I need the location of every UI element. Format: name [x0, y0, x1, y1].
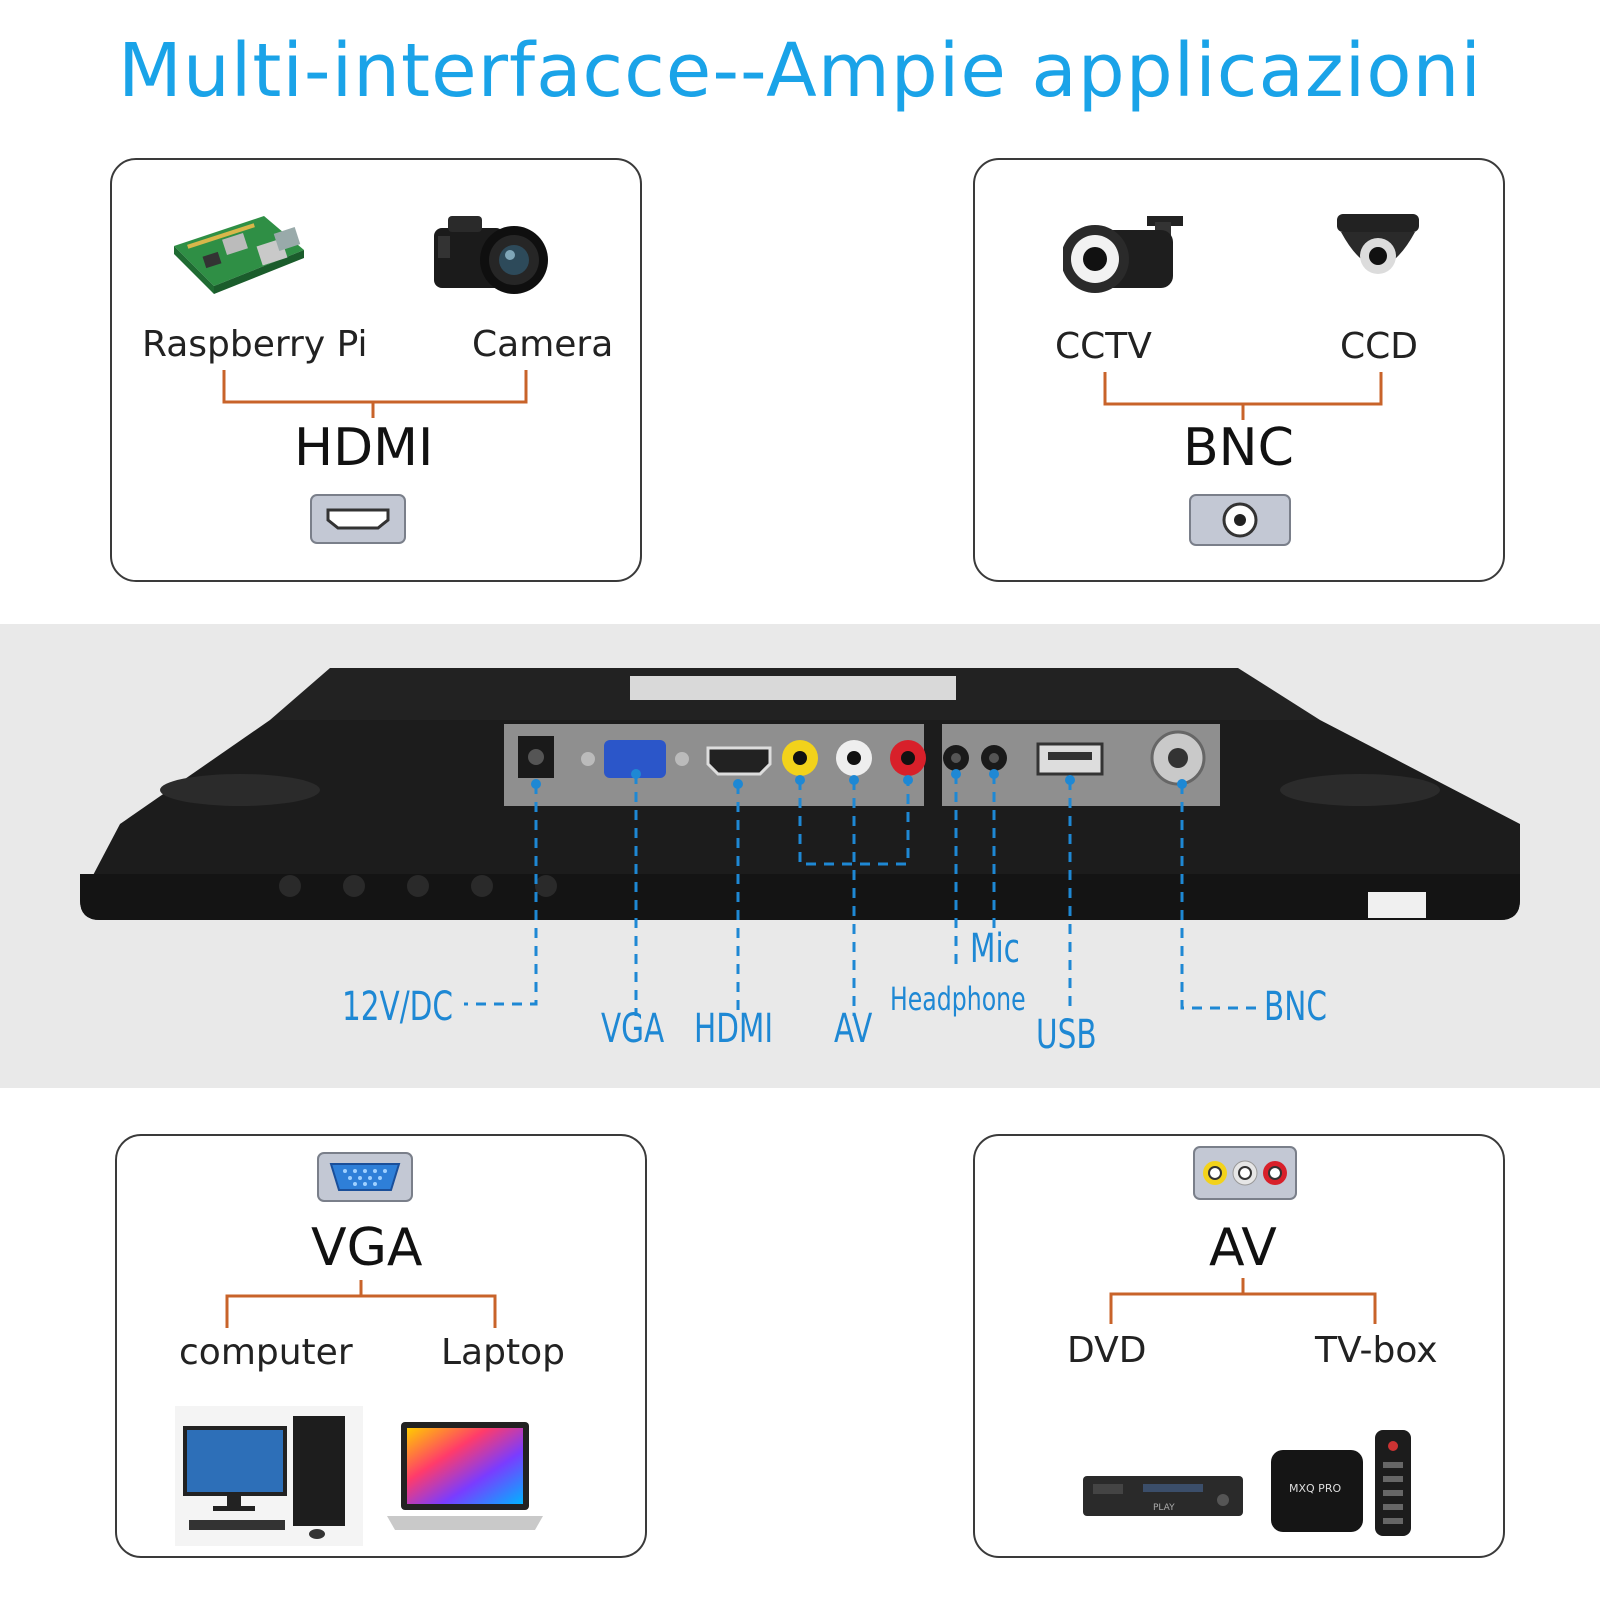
- connector-lines: [225, 1280, 497, 1328]
- hdmi-port-icon: [310, 494, 406, 544]
- port-label-av: AV: [834, 1006, 873, 1052]
- tv-box-icon: MXQ PRO: [1271, 1430, 1411, 1536]
- port-label-dc: 12V/DC: [342, 984, 454, 1030]
- connector-lines: [222, 370, 528, 418]
- port-label-mic: Mic: [970, 926, 1020, 972]
- port-label-headphone: Headphone: [890, 980, 1026, 1018]
- port-label-hdmi: HDMI: [694, 1006, 774, 1052]
- page-title: Multi-interfacce--Ampie applicazioni: [118, 28, 1482, 114]
- av-card: AV DVD TV-box PLAY MXQ PRO: [973, 1134, 1505, 1558]
- laptop-icon: [387, 1422, 543, 1530]
- connector-lines: [1109, 1278, 1377, 1324]
- bnc-card: CCTV CCD BNC: [973, 158, 1505, 582]
- av-ports-icon: [1193, 1146, 1297, 1200]
- interface-label-av: AV: [1209, 1218, 1277, 1278]
- connector-lines: [1103, 372, 1383, 420]
- device-label-computer: computer: [179, 1332, 353, 1373]
- device-label-tv-box: TV-box: [1315, 1330, 1438, 1371]
- device-label-ccd: CCD: [1340, 326, 1418, 367]
- dvd-player-icon: PLAY: [1083, 1476, 1243, 1516]
- port-label-usb: USB: [1036, 1012, 1097, 1058]
- desktop-computer-icon: [175, 1406, 363, 1546]
- ccd-dome-camera-icon: [1337, 214, 1419, 274]
- bnc-port-icon: [1189, 494, 1291, 546]
- device-label-dvd: DVD: [1067, 1330, 1147, 1371]
- interface-label-bnc: BNC: [1183, 418, 1294, 478]
- dvd-play-label: PLAY: [1153, 1503, 1175, 1513]
- device-label-laptop: Laptop: [441, 1332, 565, 1373]
- raspberry-pi-icon: [174, 216, 304, 294]
- hdmi-card: Raspberry Pi Camera HDMI: [110, 158, 642, 582]
- port-label-bnc: BNC: [1264, 984, 1327, 1030]
- interface-label-vga: VGA: [311, 1218, 423, 1278]
- device-label-camera: Camera: [472, 324, 614, 365]
- device-label-raspberry-pi: Raspberry Pi: [142, 324, 368, 365]
- cctv-camera-icon: [1063, 216, 1183, 293]
- port-label-vga: VGA: [601, 1006, 665, 1052]
- tv-box-brand: MXQ PRO: [1289, 1482, 1341, 1495]
- vga-port-icon: [317, 1152, 413, 1202]
- vga-card: VGA computer Laptop: [115, 1134, 647, 1558]
- monitor-rear-panel-image: [80, 668, 1520, 1016]
- device-label-cctv: CCTV: [1055, 326, 1152, 367]
- interface-label-hdmi: HDMI: [294, 418, 434, 478]
- camera-icon: [434, 216, 548, 294]
